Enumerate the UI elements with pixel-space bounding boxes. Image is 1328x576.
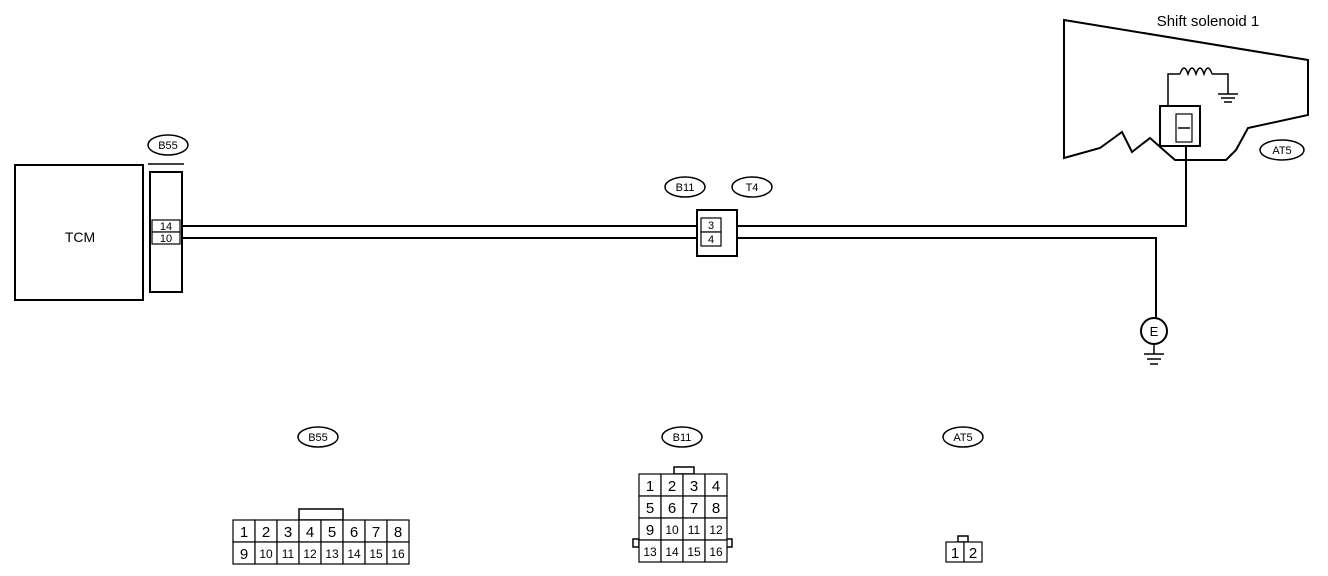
b11-bottom-ellipse [661, 426, 703, 448]
tcm-pin-upper-label: 14 [160, 221, 172, 233]
at5-pinout: 1 2 [945, 535, 983, 563]
b11-pinout-num: 2 [668, 478, 676, 495]
at5-pinout-num: 2 [969, 545, 977, 562]
b11-pinout-num: 14 [665, 545, 679, 559]
tcm-box [14, 164, 144, 301]
tcm-label: TCM [65, 229, 95, 245]
mid-pin-4 [700, 231, 722, 247]
b55-pinout: 1 2 3 4 5 6 7 8 9 10 11 12 13 14 15 16 [232, 508, 410, 565]
b55-tag-ellipse [147, 134, 189, 156]
b55-connector: 14 10 [148, 163, 184, 293]
b11-pinout-row-3: 9 10 11 12 [638, 517, 728, 541]
b55-pinout-num: 3 [284, 524, 292, 541]
tcm-unit: TCM [14, 164, 144, 301]
b11-pinout-num: 1 [646, 478, 654, 495]
b55-top-tag: B55 [147, 134, 189, 156]
b11-top-tag: B11 [664, 176, 706, 198]
solenoid-feed [1167, 73, 1180, 106]
b55-pinout-num: 5 [328, 524, 336, 541]
b11-pinout-num: 4 [712, 478, 720, 495]
solenoid-coil [1179, 67, 1213, 77]
b55-pinout-num: 6 [350, 524, 358, 541]
at5-pinout-latch [957, 535, 969, 543]
b55-pinout-cell [386, 541, 410, 565]
b55-bottom-label: B55 [308, 432, 328, 444]
b55-pinout-num: 13 [325, 547, 339, 561]
b55-pinout-row-2: 9 10 11 12 13 14 15 16 [232, 541, 410, 565]
b11-t4-connector: 3 4 [696, 209, 738, 257]
b55-pinout-num: 7 [372, 524, 380, 541]
b11-pinout-num: 12 [709, 523, 723, 537]
b55-pinout-num: 2 [262, 524, 270, 541]
solenoid-label: Shift solenoid 1 [1157, 13, 1260, 30]
b55-pinout-num: 14 [347, 547, 361, 561]
b11-pinout-num: 3 [690, 478, 698, 495]
b11-pinout-latch [673, 466, 695, 475]
b11-pinout-side-left [632, 538, 640, 548]
b11-pinout-num: 16 [709, 545, 723, 559]
b11-tag-ellipse [664, 176, 706, 198]
b55-bottom-ellipse [297, 426, 339, 448]
b55-pinout-num: 8 [394, 524, 402, 541]
at5-bottom-label: AT5 [953, 432, 972, 444]
solenoid-return [1212, 73, 1229, 94]
harness-wires [181, 146, 1187, 318]
transmission-outline [1063, 18, 1309, 161]
b11-pinout-num: 13 [643, 545, 657, 559]
at5-pinout-num: 1 [951, 545, 959, 562]
mid-pin-upper-label: 3 [708, 220, 714, 232]
b55-bottom-tag: B55 [297, 426, 339, 448]
b11-pinout-num: 9 [646, 522, 654, 539]
b11-pinout-row-1: 1 2 3 4 [638, 473, 728, 497]
b55-pinout-num: 4 [306, 524, 314, 541]
b55-pinout-num: 12 [303, 547, 317, 561]
b11-pinout-num: 7 [690, 500, 698, 517]
b11-pinout-cell [704, 539, 728, 563]
b11-pinout-num: 6 [668, 500, 676, 517]
t4-top-tag: T4 [731, 176, 773, 198]
t4-tag-label: T4 [746, 182, 759, 194]
b55-pinout-num: 16 [391, 547, 405, 561]
ground-label: E [1150, 324, 1159, 339]
b55-pinout-num: 1 [240, 524, 248, 541]
transmission-housing: Shift solenoid 1 [1063, 13, 1309, 161]
b55-pinout-num: 9 [240, 546, 248, 563]
at5-top-tag: AT5 [1259, 139, 1305, 161]
b55-pinout-row-1: 1 2 3 4 5 6 7 8 [232, 519, 410, 543]
b11-pinout-row-4: 13 14 15 16 [638, 539, 728, 563]
b11-pinout-num: 15 [687, 545, 701, 559]
wire-3-to-solenoid [736, 146, 1187, 227]
b11-pinout: 1 2 3 4 5 6 7 8 9 10 11 12 13 14 15 16 [632, 466, 733, 563]
b55-pinout-latch [298, 508, 344, 521]
b55-pinout-num: 11 [282, 547, 295, 561]
b11-pinout-num: 5 [646, 500, 654, 517]
mid-pin-lower-label: 4 [708, 234, 714, 246]
b11-pinout-num: 10 [665, 523, 679, 537]
b11-bottom-tag: B11 [661, 426, 703, 448]
b55-pinout-num: 15 [369, 547, 383, 561]
at5-tag-label: AT5 [1272, 145, 1291, 157]
b11-pinout-num: 8 [712, 500, 720, 517]
wire-4-to-ground [736, 237, 1157, 318]
shift-solenoid [1159, 67, 1238, 147]
ground-e: E [1140, 317, 1168, 365]
b11-pinout-num: 11 [688, 523, 701, 537]
b11-tag-label: B11 [676, 182, 695, 194]
tcm-pin-lower-label: 10 [160, 233, 172, 245]
at5-pinout-cell [963, 541, 983, 563]
b55-pin-10 [151, 231, 181, 245]
b11-bottom-label: B11 [673, 432, 692, 444]
t4-tag-ellipse [731, 176, 773, 198]
at5-bottom-ellipse [942, 426, 984, 448]
at5-bottom-tag: AT5 [942, 426, 984, 448]
b55-pinout-num: 10 [259, 547, 273, 561]
b55-tag-label: B55 [158, 140, 178, 152]
at5-tag-ellipse [1259, 139, 1305, 161]
b11-pinout-row-2: 5 6 7 8 [638, 495, 728, 519]
